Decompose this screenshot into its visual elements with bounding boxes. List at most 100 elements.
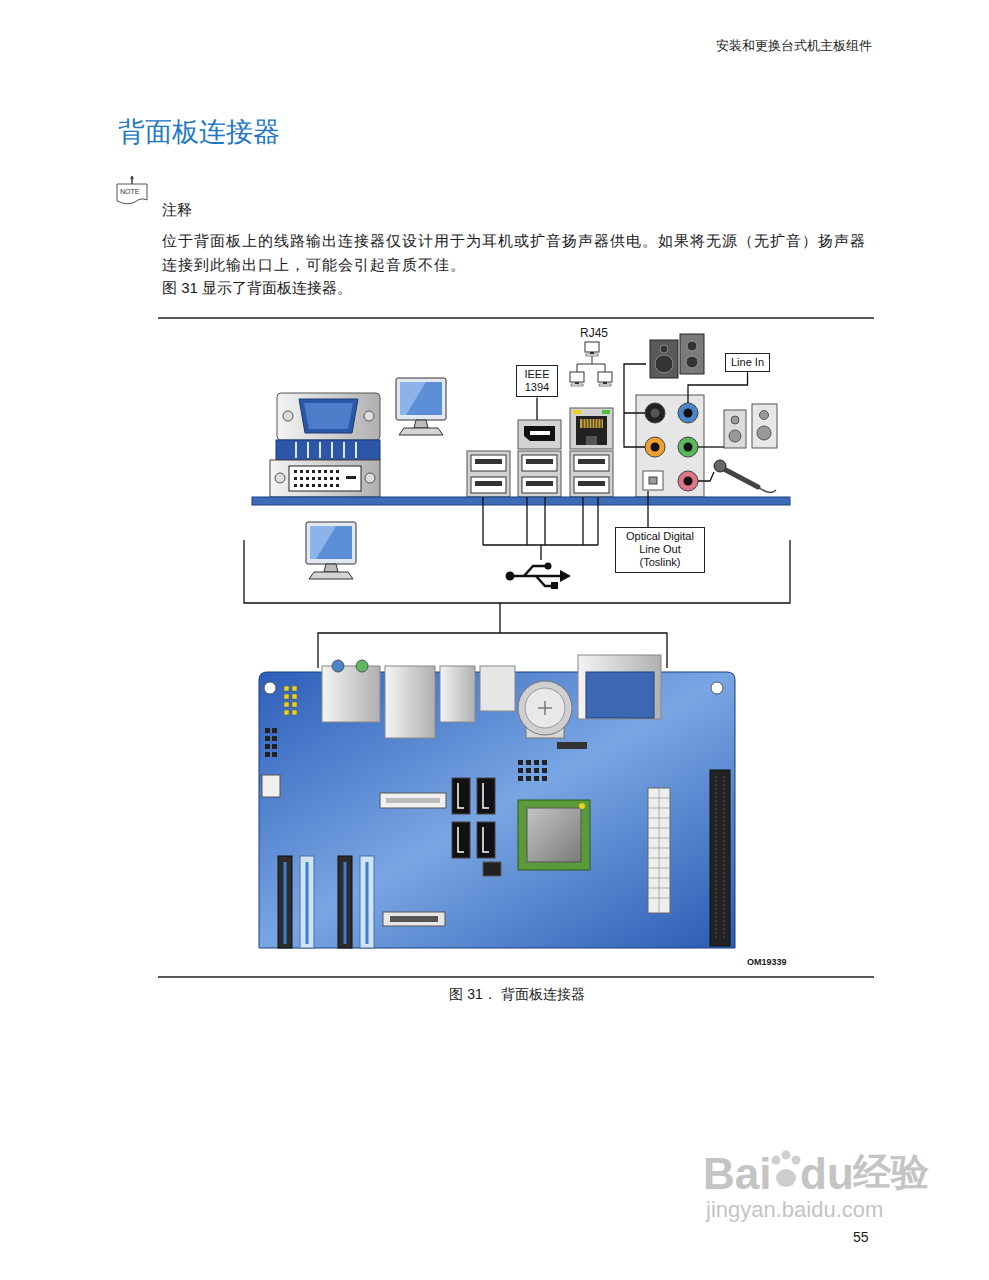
motherboard — [284, 710, 289, 715]
stereo-speakers — [729, 430, 741, 442]
motherboard — [578, 655, 661, 719]
figure-rule — [158, 976, 874, 978]
motherboard — [458, 783, 489, 852]
vga-connector — [364, 411, 374, 421]
leader-line — [647, 491, 648, 527]
rj45-port — [601, 419, 602, 428]
motherboard — [284, 694, 289, 699]
motherboard — [259, 655, 735, 948]
monitor-icon — [306, 522, 356, 579]
audio-panel — [636, 395, 704, 497]
rj45-port — [570, 408, 613, 449]
watermark-paw — [776, 1169, 796, 1187]
dvi-connector — [300, 484, 303, 487]
dvi-connector — [336, 470, 339, 473]
motherboard — [477, 822, 495, 858]
dvi-connector — [330, 484, 333, 487]
dvi-connector — [270, 460, 380, 497]
dvi-connector — [306, 484, 309, 487]
audio-panel — [649, 477, 657, 484]
speaker-icon — [680, 334, 704, 374]
watermark-paw — [772, 1156, 781, 1165]
figure-rule — [158, 318, 874, 977]
rj45-port — [595, 419, 596, 428]
rj45-port — [583, 419, 601, 428]
bracket-lines — [244, 540, 790, 668]
dvi-connector — [330, 470, 333, 473]
figure-id: OM19339 — [747, 957, 787, 968]
watermark: du — [800, 1146, 854, 1201]
watermark: Bai — [703, 1146, 771, 1201]
motherboard — [265, 736, 270, 741]
rj45-port — [586, 419, 587, 428]
motherboard — [440, 666, 475, 722]
figure-rule — [158, 317, 874, 319]
note-icon-word: NOTE — [120, 188, 139, 197]
motherboard — [557, 742, 587, 749]
page-title: 背面板连接器 — [118, 116, 280, 150]
motherboard — [452, 778, 495, 858]
callout-box: IEEE 1394 — [516, 365, 558, 397]
bracket-lines — [244, 540, 790, 668]
motherboard — [292, 686, 297, 691]
heatsink-bracket — [319, 442, 321, 458]
motherboard — [284, 702, 289, 707]
dvi-connector — [330, 477, 333, 480]
dvi-connector — [300, 470, 303, 473]
motherboard — [586, 672, 654, 718]
motherboard — [285, 862, 367, 944]
motherboard — [518, 768, 523, 773]
box-text: IEEE 1394 — [520, 368, 554, 394]
dvi-connector — [289, 466, 361, 491]
speaker-icon — [660, 345, 668, 353]
leader-line — [688, 372, 748, 403]
audio-panel — [684, 443, 693, 452]
motherboard — [525, 688, 565, 728]
watermark: jingyan.baidu.com — [706, 1196, 883, 1224]
motherboard — [716, 776, 724, 940]
stereo-speakers — [724, 410, 746, 448]
motherboard — [458, 783, 464, 808]
motherboard — [265, 744, 270, 749]
heatsink-bracket — [343, 442, 345, 458]
usb-symbol — [506, 563, 572, 590]
audio-panel — [678, 437, 698, 457]
watermark-paw — [772, 1151, 801, 1188]
vga-connector — [304, 403, 353, 429]
note-paragraph: 位于背面板上的线路输出连接器仅设计用于为耳机或扩音扬声器供电。如果将无源（无扩音… — [162, 229, 876, 277]
stereo-speakers — [760, 411, 769, 420]
microphone-icon — [758, 487, 776, 492]
watermark: 经验 — [853, 1149, 929, 1197]
firewire-port — [524, 426, 555, 441]
motherboard — [272, 728, 277, 733]
rj45-port — [573, 410, 581, 414]
rj45-port — [586, 436, 597, 445]
motherboard — [534, 760, 539, 765]
dvi-connector — [306, 477, 309, 480]
rj45-port — [598, 419, 599, 428]
usb-port — [467, 451, 613, 497]
dvi-connector — [324, 484, 327, 487]
motherboard — [542, 760, 547, 765]
motherboard — [710, 770, 730, 946]
motherboard — [332, 660, 344, 672]
motherboard — [648, 788, 670, 913]
vga-connector — [283, 411, 293, 421]
motherboard — [518, 760, 547, 781]
motherboard — [265, 728, 270, 733]
motherboard — [526, 776, 531, 781]
heatsink-bracket — [276, 440, 380, 460]
motherboard — [483, 862, 501, 876]
rj45-port — [580, 419, 603, 428]
usb-port — [467, 451, 510, 497]
panel-bar — [252, 497, 790, 505]
network-icon — [570, 342, 612, 386]
dvi-connector — [312, 470, 315, 473]
speaker-icon — [687, 341, 697, 351]
dvi-connector — [294, 477, 297, 480]
audio-panel — [678, 471, 698, 491]
usb-leader — [483, 497, 598, 560]
usb-port — [518, 451, 561, 497]
motherboard — [356, 660, 368, 672]
